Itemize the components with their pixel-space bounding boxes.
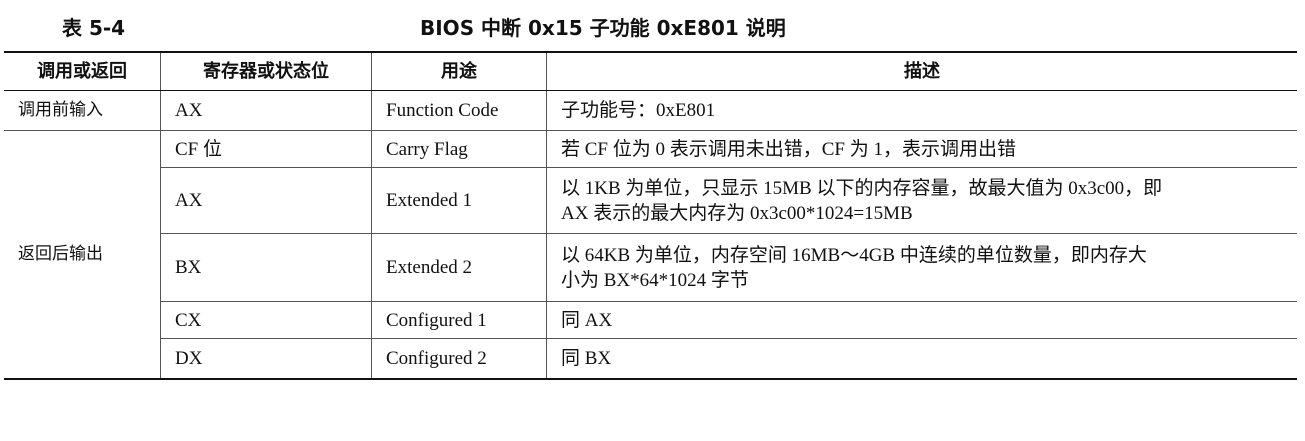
group-input-cell: 调用前输入 [4, 90, 161, 131]
description-line: 小为 BX*64*1024 字节 [561, 269, 749, 291]
register-cell: AX [160, 90, 372, 131]
table-title: BIOS 中断 0x15 子功能 0xE801 说明 [420, 16, 786, 40]
purpose-cell: Configured 1 [371, 301, 547, 339]
table-row: AX Extended 1 以 1KB 为单位，只显示 15MB 以下的内存容量… [4, 167, 1297, 234]
description-line: 以 64KB 为单位，内存空间 16MB～4GB 中连续的单位数量，即内存大 [561, 244, 1147, 266]
description-cell: 若 CF 位为 0 表示调用未出错，CF 为 1，表示调用出错 [546, 130, 1297, 168]
description-line: AX 表示的最大内存为 0x3c00*1024=15MB [561, 202, 913, 224]
purpose-cell: Carry Flag [371, 130, 547, 168]
table-row: 调用前输入 AX Function Code 子功能号：0xE801 [4, 90, 1297, 131]
purpose-cell: Function Code [371, 90, 547, 131]
description-cell: 以 64KB 为单位，内存空间 16MB～4GB 中连续的单位数量，即内存大 小… [546, 233, 1297, 302]
header-description: 描述 [546, 51, 1297, 91]
purpose-cell: Extended 1 [371, 167, 547, 234]
register-cell: CF 位 [160, 130, 372, 168]
group-output-cell: 返回后输出 [4, 130, 161, 380]
table-number: 表 5-4 [62, 16, 126, 40]
header-register: 寄存器或状态位 [160, 51, 372, 91]
table-row: BX Extended 2 以 64KB 为单位，内存空间 16MB～4GB 中… [4, 233, 1297, 302]
header-purpose: 用途 [371, 51, 547, 91]
register-cell: CX [160, 301, 372, 339]
purpose-cell: Configured 2 [371, 338, 547, 380]
table-header-row: 调用或返回 寄存器或状态位 用途 描述 [4, 51, 1297, 91]
description-cell: 同 BX [546, 338, 1297, 380]
header-call-or-return: 调用或返回 [4, 51, 161, 91]
table-row: 返回后输出 CF 位 Carry Flag 若 CF 位为 0 表示调用未出错，… [4, 130, 1297, 380]
register-cell: BX [160, 233, 372, 302]
table-caption: 表 5-4 BIOS 中断 0x15 子功能 0xE801 说明 [0, 10, 1305, 40]
table-row: CX Configured 1 同 AX [4, 301, 1297, 339]
purpose-cell: Extended 2 [371, 233, 547, 302]
description-cell: 以 1KB 为单位，只显示 15MB 以下的内存容量，故最大值为 0x3c00，… [546, 167, 1297, 234]
register-cell: DX [160, 338, 372, 380]
bios-e801-table: 调用或返回 寄存器或状态位 用途 描述 调用前输入 AX Function Co… [4, 51, 1297, 380]
table-row: DX Configured 2 同 BX [4, 338, 1297, 380]
description-cell: 同 AX [546, 301, 1297, 339]
description-line: 以 1KB 为单位，只显示 15MB 以下的内存容量，故最大值为 0x3c00，… [561, 177, 1163, 199]
description-cell: 子功能号：0xE801 [546, 90, 1297, 131]
register-cell: AX [160, 167, 372, 234]
